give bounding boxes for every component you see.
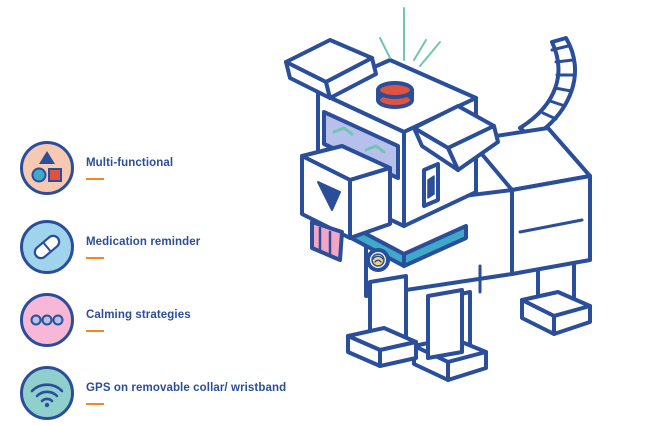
feature-badge: [20, 141, 74, 195]
side-switch: [422, 162, 440, 208]
pill-icon: [33, 234, 61, 260]
tongue: [310, 220, 344, 262]
antenna-signal: [379, 7, 441, 67]
front-leg-left: [346, 274, 418, 368]
feature-label: Multi-functional: [86, 157, 174, 169]
feature-badge: [20, 220, 74, 274]
front-leg-right: [426, 288, 464, 360]
shapes-icon: [31, 151, 62, 183]
feature-item-medication-reminder: Medication reminder: [20, 220, 200, 274]
ear-left: [284, 38, 378, 100]
feature-underline: [86, 178, 104, 180]
feature-item-gps: GPS on removable collar/ wristband: [20, 366, 286, 420]
feature-label: Calming strategies: [86, 309, 191, 321]
collar-tag: [366, 248, 390, 272]
feature-label: Medication reminder: [86, 236, 201, 248]
feature-badge: [20, 293, 74, 347]
feature-badge: [20, 366, 74, 420]
feature-item-calming-strategies: Calming strategies: [20, 293, 191, 347]
feature-underline: [86, 403, 104, 405]
ear-right: [412, 104, 500, 172]
nose: [317, 181, 341, 211]
back-leg-right: [520, 252, 592, 336]
feature-item-multi-functional: Multi-functional: [20, 141, 173, 195]
dots-icon: [30, 314, 64, 326]
head-button: [376, 81, 414, 109]
feature-underline: [86, 257, 104, 259]
wifi-icon: [30, 383, 64, 408]
feature-underline: [86, 330, 104, 332]
tail: [518, 36, 577, 140]
feature-label: GPS on removable collar/ wristband: [86, 382, 287, 394]
